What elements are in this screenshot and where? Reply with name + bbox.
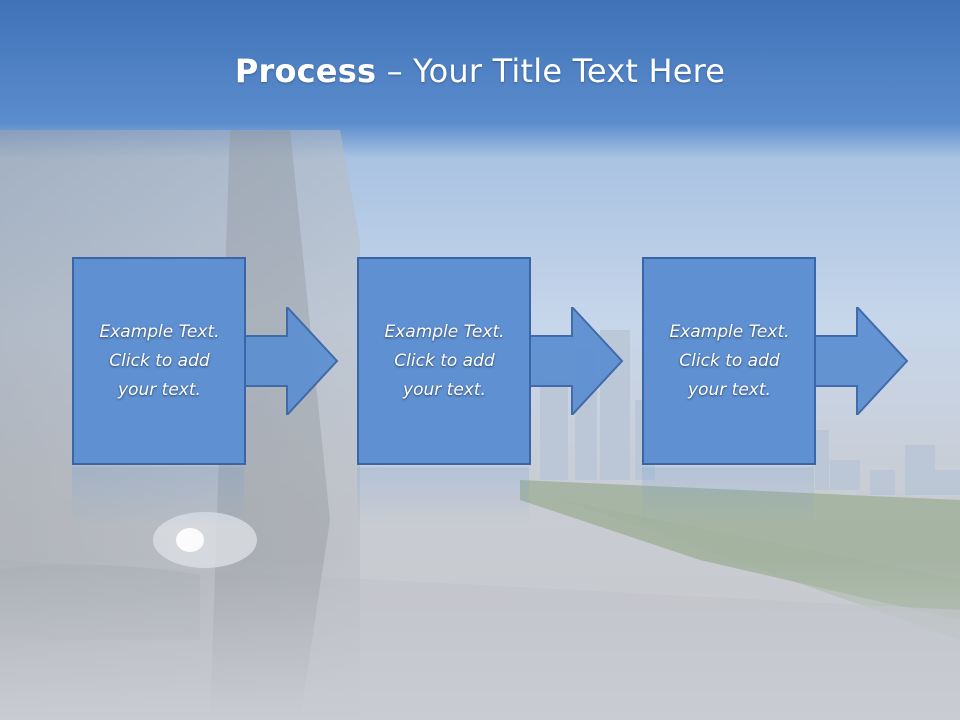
step-text[interactable]: Example Text. Click to add your text. bbox=[642, 257, 817, 465]
slide-title[interactable]: Process – Your Title Text Here bbox=[235, 52, 725, 90]
headlight bbox=[153, 512, 257, 568]
process-step-1[interactable]: Example Text. Click to add your text. bbox=[72, 257, 247, 465]
step-line-3: your text. bbox=[118, 379, 201, 400]
step-line-1: Example Text. bbox=[384, 321, 505, 342]
step-line-2: Click to add bbox=[394, 350, 495, 371]
step-reflection bbox=[357, 467, 529, 527]
step-line-1: Example Text. bbox=[669, 321, 790, 342]
process-step-2[interactable]: Example Text. Click to add your text. bbox=[357, 257, 532, 465]
title-bold: Process bbox=[234, 52, 377, 90]
title-rest: – Your Title Text Here bbox=[376, 52, 726, 90]
arrow-right-icon bbox=[527, 307, 624, 415]
arrow-right-icon bbox=[242, 307, 339, 415]
step-reflection bbox=[642, 467, 814, 527]
process-step-3[interactable]: Example Text. Click to add your text. bbox=[642, 257, 817, 465]
skyline bbox=[540, 330, 960, 495]
step-line-2: Click to add bbox=[109, 350, 210, 371]
step-text[interactable]: Example Text. Click to add your text. bbox=[72, 257, 247, 465]
arrow-right-icon bbox=[812, 307, 909, 415]
step-line-3: your text. bbox=[403, 379, 486, 400]
step-text[interactable]: Example Text. Click to add your text. bbox=[357, 257, 532, 465]
step-line-2: Click to add bbox=[679, 350, 780, 371]
title-bar: Process – Your Title Text Here bbox=[0, 0, 960, 150]
step-reflection bbox=[72, 467, 244, 527]
step-line-3: your text. bbox=[688, 379, 771, 400]
step-line-1: Example Text. bbox=[99, 321, 220, 342]
